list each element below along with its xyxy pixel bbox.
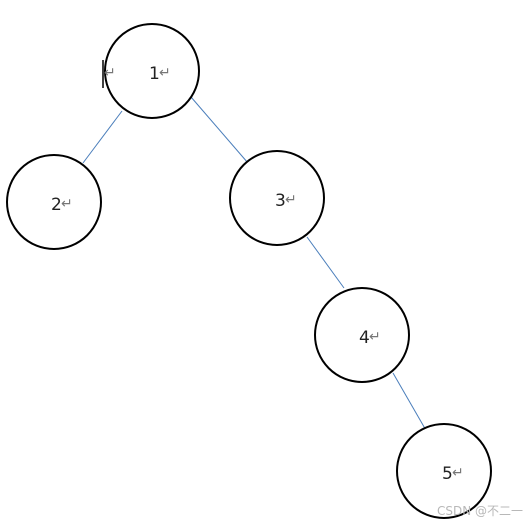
paragraph-mark-icon: ↵ xyxy=(104,65,116,81)
paragraph-mark-icon: ↵ xyxy=(452,465,464,481)
edge-3-4 xyxy=(306,236,345,289)
paragraph-mark-icon: ↵ xyxy=(159,65,171,81)
node-circle xyxy=(314,287,410,383)
node-label: 3 xyxy=(275,191,286,211)
paragraph-mark-icon: ↵ xyxy=(369,329,381,345)
tree-node-4: 4 ↵ xyxy=(314,287,410,383)
tree-node-5: 5 ↵ xyxy=(396,423,492,519)
node-label: 2 xyxy=(51,195,62,215)
paragraph-mark-icon: ↵ xyxy=(61,196,73,212)
node-label: 5 xyxy=(442,464,453,484)
node-circle xyxy=(229,150,325,246)
paragraph-mark-icon: ↵ xyxy=(285,192,297,208)
node-circle xyxy=(396,423,492,519)
edge-1-3 xyxy=(190,96,249,164)
node-circle xyxy=(104,23,200,119)
watermark: CSDN @不二一 xyxy=(436,504,523,518)
edge-4-5 xyxy=(392,372,428,433)
tree-node-3: 3 ↵ xyxy=(229,150,325,246)
tree-node-2: 2 ↵ xyxy=(6,154,102,250)
node-label: 1 xyxy=(149,64,160,84)
node-circle xyxy=(6,154,102,250)
tree-node-1: 1 ↵ xyxy=(104,23,200,119)
edge-1-2 xyxy=(82,110,123,164)
node-label: 4 xyxy=(359,328,370,348)
